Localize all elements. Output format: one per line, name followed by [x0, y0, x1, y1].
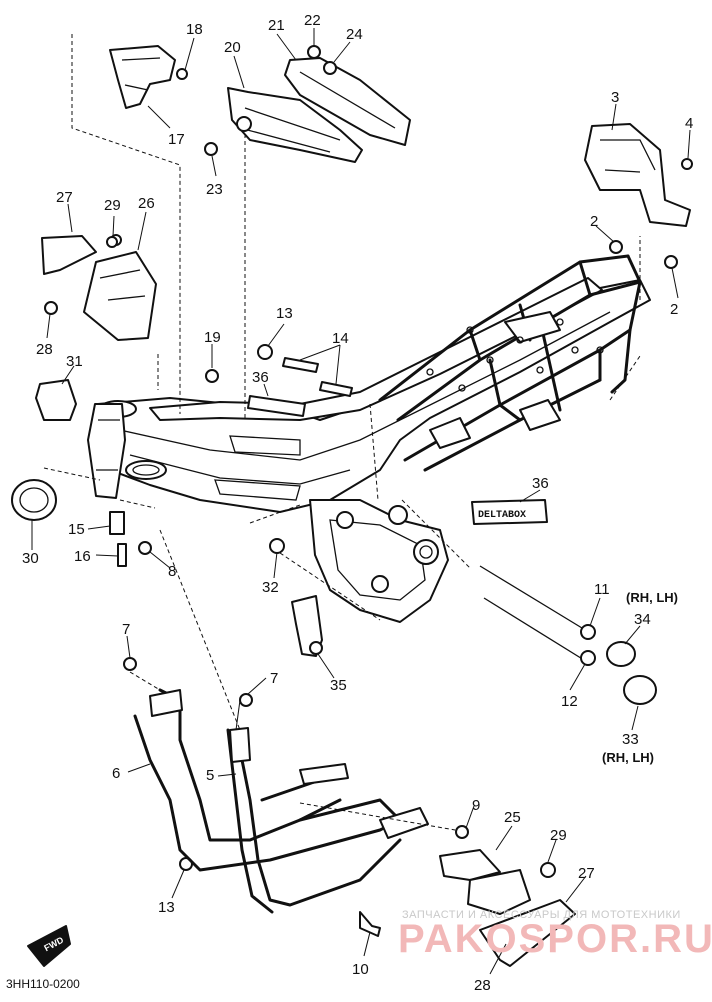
- lower-cradle-5-6: [133, 688, 429, 914]
- svg-text:DELTABOX: DELTABOX: [478, 510, 526, 521]
- callout-19: 19: [204, 329, 221, 346]
- callout-20: 20: [224, 39, 241, 56]
- side-cover-20: [227, 87, 363, 163]
- engine-mount-35: [291, 595, 323, 657]
- footrest-bracket-26: [41, 234, 157, 341]
- callout-28-top: 28: [36, 341, 53, 358]
- caps-33-34: [606, 641, 657, 705]
- note-rh-lh-top: (RH, LH): [626, 590, 678, 605]
- callout-7-mid: 7: [270, 670, 278, 687]
- callout-11: 11: [594, 581, 610, 598]
- callout-35: 35: [330, 677, 347, 694]
- callout-9: 9: [472, 797, 480, 814]
- callout-29-bottom: 29: [550, 827, 567, 844]
- deltabox-decal: DELTABOX: [471, 499, 548, 525]
- main-frame: [87, 254, 651, 623]
- callouts: 18 17 21 22 24 20 23 3 4 27 29 26 2 2 28…: [22, 12, 693, 994]
- callout-2-lower: 2: [670, 301, 678, 318]
- callout-3: 3: [611, 89, 619, 106]
- callout-30: 30: [22, 550, 39, 567]
- callout-7-left: 7: [122, 621, 130, 638]
- rear-bracket-3: [584, 123, 693, 227]
- assembly-lines: [43, 34, 641, 831]
- fasteners: [44, 45, 678, 945]
- fwd-arrow: FWD: [27, 925, 71, 967]
- callout-12: 12: [561, 693, 578, 710]
- callout-13-bottom: 13: [158, 899, 175, 916]
- callout-8: 8: [168, 563, 176, 580]
- callout-36-lower: 36: [532, 475, 549, 492]
- callout-2-upper: 2: [590, 213, 598, 230]
- callout-25: 25: [504, 809, 521, 826]
- footrest-bracket-25-27: [439, 849, 576, 967]
- callout-13-top: 13: [276, 305, 293, 322]
- callout-28-bottom: 28: [474, 977, 491, 994]
- watermark-tagline: ЗАПЧАСТИ И АКСЕССУАРЫ ДЛЯ МОТОТЕХНИКИ: [402, 909, 681, 921]
- bracket-17-18: [109, 45, 188, 109]
- callout-22: 22: [304, 12, 321, 29]
- leader-lines: [31, 28, 691, 975]
- callout-31: 31: [66, 353, 83, 370]
- callout-29-top: 29: [104, 197, 121, 214]
- callout-36-upper: 36: [252, 369, 269, 386]
- callout-21: 21: [268, 17, 285, 34]
- note-rh-lh-bottom: (RH, LH): [602, 750, 654, 765]
- diagram-code: 3HH110-0200: [6, 977, 80, 991]
- watermark-brand: PAKOSPOR.RU: [398, 917, 712, 961]
- decal-strip-36: [247, 395, 306, 417]
- callout-16: 16: [74, 548, 91, 565]
- callout-27-bottom: 27: [578, 865, 595, 882]
- callout-6: 6: [112, 765, 120, 782]
- callout-23: 23: [206, 181, 223, 198]
- cap-31: [35, 379, 77, 421]
- callout-14: 14: [332, 330, 349, 347]
- callout-24: 24: [346, 26, 363, 43]
- callout-27-top: 27: [56, 189, 73, 206]
- callout-10: 10: [352, 961, 369, 978]
- callout-5: 5: [206, 767, 214, 784]
- callout-32: 32: [262, 579, 279, 596]
- callout-17: 17: [168, 131, 185, 148]
- callout-15: 15: [68, 521, 85, 538]
- callout-18: 18: [186, 21, 203, 38]
- cap-30: [11, 479, 57, 521]
- callout-4: 4: [685, 115, 693, 132]
- callout-33: 33: [622, 731, 639, 748]
- pivot-bolts-11-12: [479, 565, 596, 666]
- callout-34: 34: [634, 611, 651, 628]
- callout-26: 26: [138, 195, 155, 212]
